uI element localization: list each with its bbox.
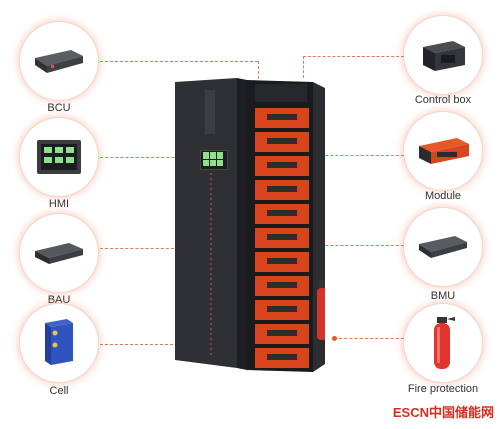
cabinet-hmi-screen (203, 152, 223, 166)
hmi-key-6 (217, 159, 223, 166)
fire-extinguisher-icon (434, 317, 455, 369)
bmu-device-icon (419, 236, 467, 258)
bcu-label: BCU (47, 102, 71, 114)
control-box-connector-drop (303, 56, 304, 78)
battery-module-terminal (267, 210, 297, 216)
hmi-key-5 (210, 159, 216, 166)
bcu-device-icon (35, 50, 83, 73)
bau-label: BAU (47, 294, 71, 306)
battery-module-terminal (267, 306, 297, 312)
battery-module-terminal (267, 162, 297, 168)
fire-protection-circle (404, 304, 482, 382)
fire-protection-connector (334, 338, 404, 339)
control-box-icon (423, 41, 465, 71)
bcu-circle (20, 22, 98, 100)
battery-module-terminal (267, 138, 297, 144)
watermark-site: 中国储能网 (428, 405, 494, 420)
module-icon (419, 138, 469, 164)
fire-protection-label: Fire protection (407, 383, 479, 395)
cell-circle (20, 304, 98, 382)
hmi-screen-icon (37, 140, 81, 174)
hmi-key-3 (217, 152, 223, 159)
battery-cabinet (175, 78, 325, 372)
bmu-circle (404, 208, 482, 286)
battery-module-terminal (267, 330, 297, 336)
bau-circle (20, 214, 98, 292)
battery-module-terminal (267, 258, 297, 264)
hmi-circle (20, 118, 98, 196)
control-box-connector (303, 56, 404, 57)
bcu-connector-drop (258, 61, 259, 89)
bau-device-icon (35, 243, 83, 264)
cell-label: Cell (49, 385, 69, 397)
battery-module-terminal (267, 114, 297, 120)
watermark-brand: ESCN (392, 405, 429, 420)
bcu-connector (100, 61, 258, 62)
bmu-connector (300, 245, 404, 246)
module-connector (300, 155, 404, 156)
module-circle (404, 112, 482, 190)
control-box-label: Control box (414, 94, 472, 106)
hmi-label: HMI (48, 198, 70, 210)
battery-module-terminal (267, 354, 297, 360)
module-label: Module (424, 190, 462, 202)
battery-module-terminal (267, 186, 297, 192)
control-box-circle (404, 16, 482, 94)
cell-battery-icon (45, 319, 73, 365)
battery-module-terminal (267, 234, 297, 240)
battery-module-terminal (267, 282, 297, 288)
escn-watermark: ESCN中国储能网 (393, 402, 494, 421)
bmu-label: BMU (430, 290, 456, 302)
hmi-key-1 (203, 152, 209, 159)
hmi-key-2 (210, 152, 216, 159)
fire-protection-connector-dot (332, 336, 337, 341)
hmi-key-4 (203, 159, 209, 166)
hmi-connector (100, 157, 200, 158)
